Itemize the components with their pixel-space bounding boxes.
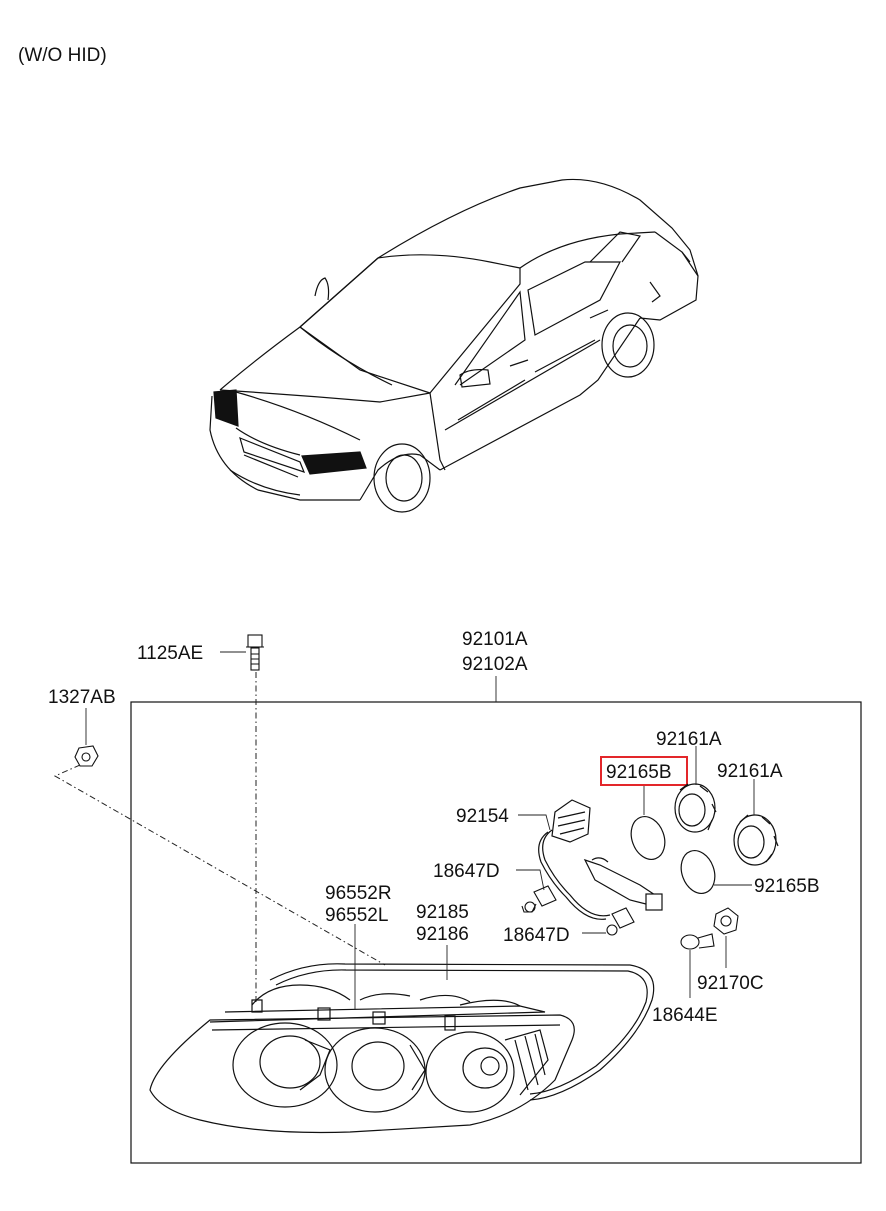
small-socket-icon xyxy=(713,907,739,935)
socket-icon-upper xyxy=(674,783,717,833)
label-screw: 1125AE xyxy=(137,643,203,664)
leader-wiring xyxy=(518,814,551,831)
headlamp-assembly xyxy=(149,963,655,1134)
label-socket-upper: 92161A xyxy=(656,729,722,750)
highlight-box xyxy=(600,756,688,786)
car-illustration xyxy=(209,178,699,513)
nut-icon xyxy=(74,745,99,767)
label-o-ring-highlighted: 92165B xyxy=(606,762,672,783)
socket-icon-lower xyxy=(733,814,779,866)
label-assembly-left: 92101A xyxy=(462,629,528,650)
label-o-ring: 92165B xyxy=(754,876,820,897)
bulb-icon-upper xyxy=(521,885,557,913)
label-small-socket: 92170C xyxy=(697,973,764,994)
variant-note: (W/O HID) xyxy=(18,45,107,66)
screw-icon xyxy=(246,634,264,671)
label-socket-lower: 92161A xyxy=(717,761,783,782)
label-lens-2: 92186 xyxy=(416,924,469,945)
label-bulb-lower: 18647D xyxy=(503,925,570,946)
label-actuator-l: 96552L xyxy=(325,905,388,926)
label-small-bulb: 18644E xyxy=(652,1005,718,1026)
label-bulb-upper: 18647D xyxy=(433,861,500,882)
label-lens-1: 92185 xyxy=(416,902,469,923)
nut-centerline xyxy=(53,764,386,966)
label-wiring: 92154 xyxy=(456,806,509,827)
o-ring-icon-upper xyxy=(630,816,666,860)
wiring-harness xyxy=(538,799,663,920)
bulb-icon-lower xyxy=(606,907,635,936)
label-actuator-r: 96552R xyxy=(325,883,392,904)
small-bulb-icon xyxy=(680,933,715,950)
leader-bulb-upper xyxy=(516,869,545,891)
label-nut: 1327AB xyxy=(48,687,116,708)
o-ring-icon-lower xyxy=(680,850,716,894)
label-assembly-right: 92102A xyxy=(462,654,528,675)
